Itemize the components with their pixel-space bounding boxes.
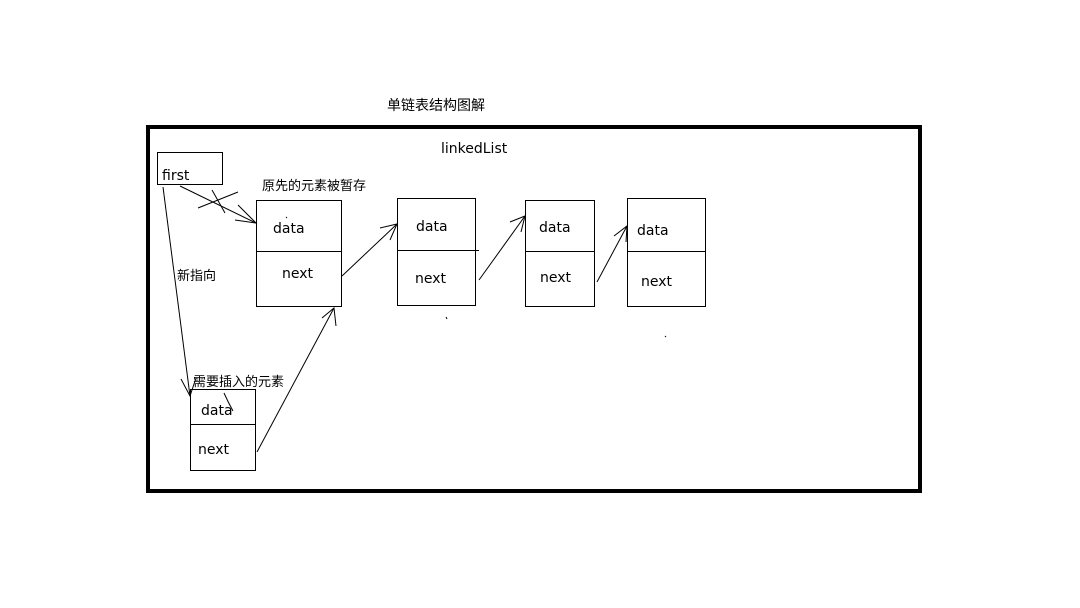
new-node: [190, 389, 256, 471]
annotation-new-pointer: 新指向: [177, 269, 217, 284]
list-node-1: [256, 200, 342, 307]
node-2-next: next: [415, 271, 447, 287]
new-node-data: data: [201, 403, 233, 419]
new-node-next: next: [198, 442, 230, 458]
list-node-3: [525, 200, 595, 307]
linked-list-frame: [146, 125, 922, 493]
node-1-data: data: [273, 221, 305, 237]
first-pointer-box: [157, 152, 223, 185]
frame-label: linkedList: [441, 141, 508, 157]
node-3-next: next: [540, 270, 572, 286]
node-4-divider: [627, 251, 706, 252]
node-3-divider: [525, 251, 595, 252]
list-node-2: [397, 198, 476, 306]
annotation-element-to-insert: 需要插入的元素: [193, 375, 285, 390]
node-1-divider: [256, 251, 342, 252]
node-2-data: data: [416, 219, 448, 235]
new-node-divider: [190, 424, 256, 425]
diagram-title: 单链表结构图解: [387, 98, 485, 114]
annotation-original-saved: 原先的元素被暂存: [262, 179, 367, 194]
node-4-data: data: [637, 223, 669, 239]
first-label: first: [162, 168, 190, 184]
node-4-next: next: [641, 274, 673, 290]
node-2-divider: [397, 250, 479, 251]
list-node-4: [627, 198, 706, 307]
node-1-next: next: [282, 266, 314, 282]
node-3-data: data: [539, 220, 571, 236]
